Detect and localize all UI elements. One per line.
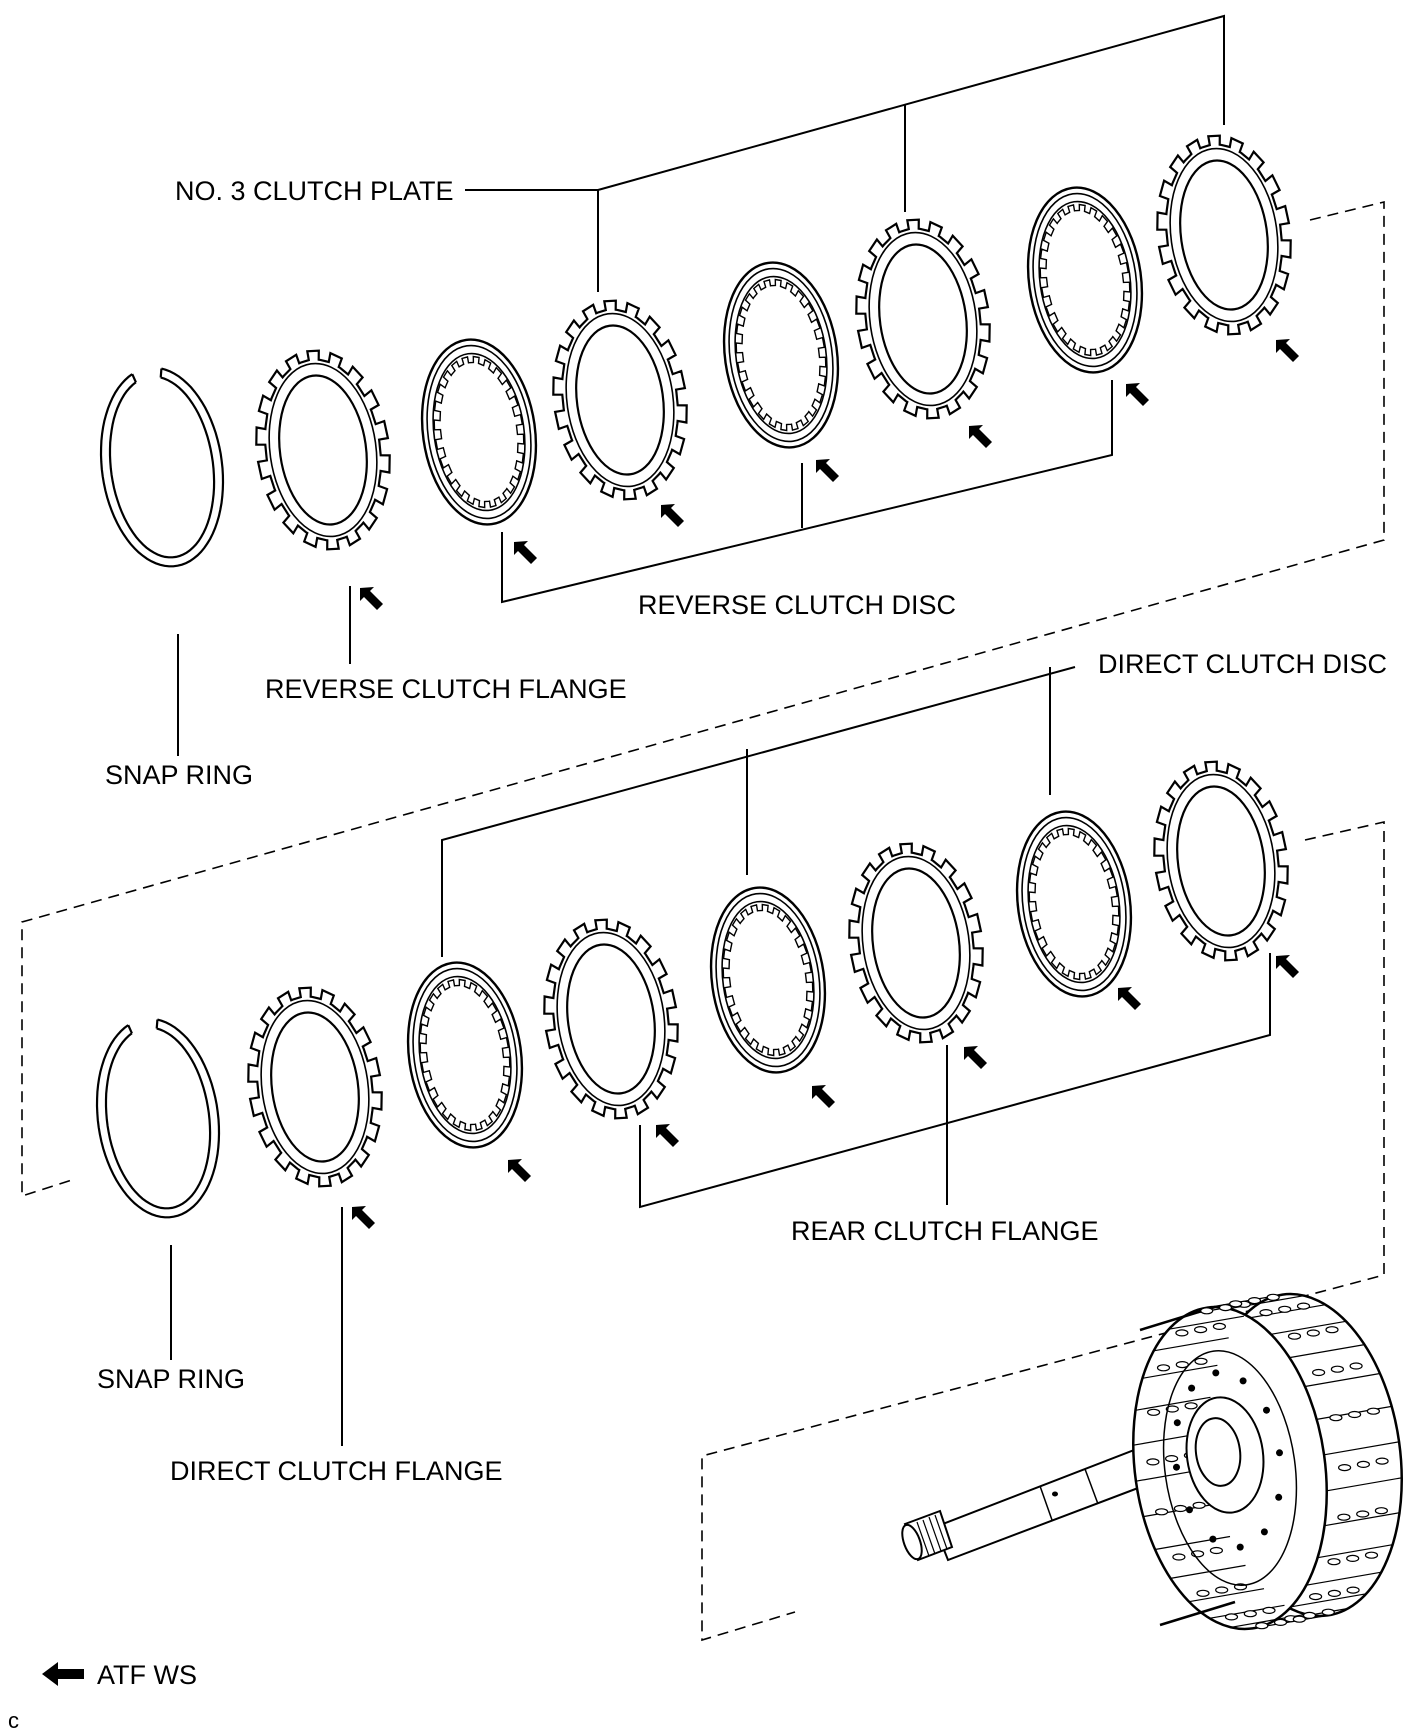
rear-clutch-plate-1 (543, 918, 679, 1120)
direct-clutch-disc-2 (709, 886, 827, 1074)
no3-clutch-plate-1 (552, 299, 688, 501)
oil-apply-arrow-icon (352, 1206, 375, 1229)
oil-apply-arrow-icon (816, 459, 839, 482)
rear-clutch-flange (848, 842, 984, 1044)
upper-dashed-guide (21, 200, 1385, 1198)
label-direct-clutch-flange: DIRECT CLUTCH FLANGE (170, 1456, 503, 1486)
oil-apply-arrow-icon (656, 1124, 679, 1147)
rear-clutch-plate-2 (1153, 760, 1289, 962)
reverse-clutch-disc-2 (722, 261, 840, 449)
reverse-clutch-disc-1 (420, 338, 538, 526)
direct-clutch-flange (247, 986, 383, 1188)
reverse-clutch-disc-3 (1026, 186, 1144, 374)
no3-clutch-plate-2 (855, 218, 991, 420)
oil-apply-arrow-icon (1126, 383, 1149, 406)
reverse-clutch-flange (255, 349, 391, 551)
label-reverse-clutch-flange: REVERSE CLUTCH FLANGE (265, 674, 627, 704)
oil-apply-arrow-icon (1276, 339, 1299, 362)
label-direct-clutch-disc: DIRECT CLUTCH DISC (1098, 649, 1387, 679)
oil-apply-arrow-icon (1276, 955, 1299, 978)
legend-atf-label: ATF WS (97, 1660, 197, 1690)
arrow-left-icon (42, 1662, 84, 1686)
oil-apply-arrow-icon (514, 541, 537, 564)
snap-ring-lower (95, 1018, 221, 1219)
no3-clutch-plate-3 (1156, 134, 1292, 336)
oil-apply-arrow-icon (508, 1159, 531, 1182)
leader-lines (170, 14, 1271, 1446)
oil-apply-arrow-icon (812, 1085, 835, 1108)
snap-ring-upper (99, 367, 225, 568)
oil-apply-arrow-icon (969, 425, 992, 448)
oil-apply-arrow-icon (360, 587, 383, 610)
direct-clutch-disc-3 (1015, 810, 1133, 998)
direct-clutch-disc-1 (406, 961, 524, 1149)
label-no3-clutch-plate: NO. 3 CLUTCH PLATE (175, 176, 454, 206)
atf-legend: ATF WS (42, 1660, 197, 1690)
label-rear-clutch-flange: REAR CLUTCH FLANGE (791, 1216, 1099, 1246)
oil-apply-arrow-icon (1118, 987, 1141, 1010)
label-snap-ring-lower: SNAP RING (97, 1364, 245, 1394)
clutch-drum-shaft-assembly (901, 1292, 1403, 1631)
label-reverse-clutch-disc: REVERSE CLUTCH DISC (638, 590, 956, 620)
label-snap-ring-upper: SNAP RING (105, 760, 253, 790)
lower-dashed-guide (701, 820, 1385, 1642)
oil-apply-arrow-icon (964, 1046, 987, 1069)
figure-code: c (8, 1708, 19, 1733)
oil-apply-arrow-icon (661, 504, 684, 527)
